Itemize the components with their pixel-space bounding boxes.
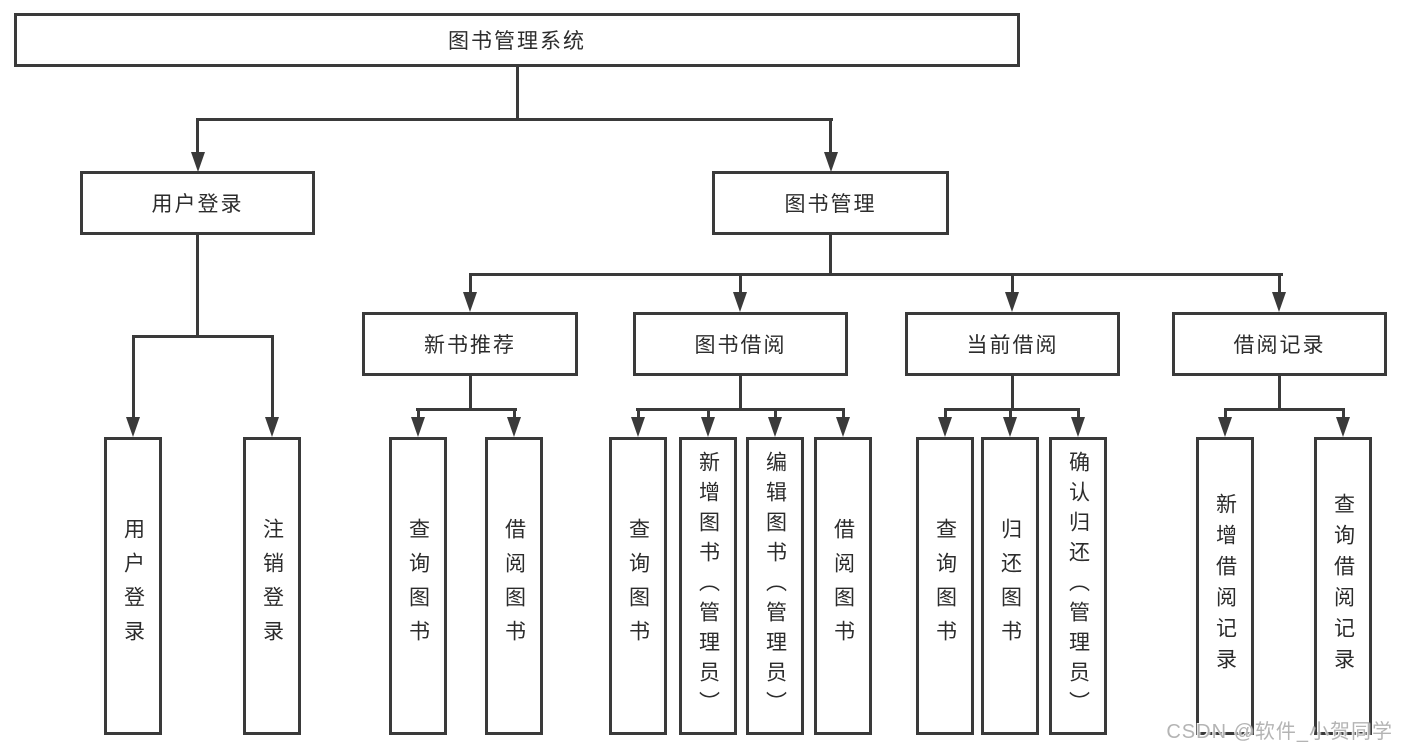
- node-label: 查询图书: [933, 518, 957, 654]
- node-label: 查询图书: [626, 518, 650, 654]
- arrowhead-down-icon: [1003, 417, 1017, 437]
- arrowhead-down-icon: [733, 292, 747, 312]
- node-label: 图书管理: [784, 193, 877, 216]
- arrowhead-down-icon: [768, 417, 782, 437]
- node-label: 编辑图书（管理员）: [763, 451, 787, 721]
- node-book-borrowing: 图书借阅: [633, 312, 848, 376]
- connector-line: [637, 408, 640, 420]
- leaf-query-books-current: 查询图书: [916, 437, 974, 735]
- connector-line: [513, 408, 516, 420]
- leaf-query-books-borrowing: 查询图书: [609, 437, 667, 735]
- connector-line: [271, 335, 274, 420]
- arrowhead-down-icon: [631, 417, 645, 437]
- connector-line: [944, 408, 1080, 411]
- connector-line: [1224, 408, 1227, 420]
- arrowhead-down-icon: [1336, 417, 1350, 437]
- arrowhead-down-icon: [191, 152, 205, 172]
- leaf-add-books-admin: 新增图书（管理员）: [679, 437, 737, 735]
- connector-line: [739, 273, 742, 295]
- connector-line: [469, 376, 472, 410]
- connector-line: [774, 408, 777, 420]
- connector-line: [416, 408, 517, 411]
- node-label: 新书推荐: [424, 334, 516, 357]
- connector-line: [1011, 273, 1014, 295]
- node-label: 借阅图书: [831, 518, 855, 654]
- arrowhead-down-icon: [507, 417, 521, 437]
- arrowhead-down-icon: [1005, 292, 1019, 312]
- arrowhead-down-icon: [463, 292, 477, 312]
- connector-line: [739, 376, 742, 410]
- node-label: 当前借阅: [966, 334, 1059, 357]
- leaf-query-borrow-record: 查询借阅记录: [1314, 437, 1372, 735]
- arrowhead-down-icon: [836, 417, 850, 437]
- node-label: 图书管理系统: [448, 30, 586, 53]
- node-borrow-records: 借阅记录: [1172, 312, 1387, 376]
- connector-line: [944, 408, 947, 420]
- node-label: 注销登录: [260, 518, 284, 654]
- leaf-edit-books-admin: 编辑图书（管理员）: [746, 437, 804, 735]
- leaf-add-borrow-record: 新增借阅记录: [1196, 437, 1254, 735]
- node-user-login: 用户登录: [80, 171, 315, 235]
- arrowhead-down-icon: [1218, 417, 1232, 437]
- node-label: 借阅记录: [1233, 334, 1326, 357]
- connector-line: [707, 408, 710, 420]
- arrowhead-down-icon: [1272, 292, 1286, 312]
- connector-line: [196, 118, 833, 121]
- connector-line: [1278, 273, 1281, 295]
- leaf-logout: 注销登录: [243, 437, 301, 735]
- node-label: 查询借阅记录: [1331, 493, 1355, 679]
- node-label: 查询图书: [406, 518, 430, 654]
- connector-line: [1342, 408, 1345, 420]
- connector-line: [196, 234, 199, 337]
- connector-line: [417, 408, 420, 420]
- connector-line: [1011, 376, 1014, 410]
- arrowhead-down-icon: [411, 417, 425, 437]
- arrowhead-down-icon: [701, 417, 715, 437]
- node-label: 用户登录: [151, 193, 244, 216]
- connector-line: [829, 118, 832, 155]
- leaf-query-books-recommend: 查询图书: [389, 437, 447, 735]
- node-label: 归还图书: [998, 518, 1022, 654]
- connector-line: [132, 335, 274, 338]
- watermark: CSDN @软件_小贺同学: [1166, 721, 1393, 743]
- connector-line: [469, 273, 1283, 276]
- node-book-management: 图书管理: [712, 171, 949, 235]
- connector-line: [1224, 408, 1345, 411]
- leaf-return-books: 归还图书: [981, 437, 1039, 735]
- connector-line: [469, 273, 472, 295]
- connector-line: [1009, 408, 1012, 420]
- node-label: 借阅图书: [502, 518, 526, 654]
- leaf-user-login: 用户登录: [104, 437, 162, 735]
- leaf-borrow-books-borrowing: 借阅图书: [814, 437, 872, 735]
- arrowhead-down-icon: [824, 152, 838, 172]
- connector-line: [1077, 408, 1080, 420]
- arrowhead-down-icon: [265, 417, 279, 437]
- node-label: 新增借阅记录: [1213, 493, 1237, 679]
- leaf-confirm-return-admin: 确认归还（管理员）: [1049, 437, 1107, 735]
- connector-line: [1278, 376, 1281, 410]
- node-library-system: 图书管理系统: [14, 13, 1020, 67]
- connector-line: [636, 408, 845, 411]
- node-label: 新增图书（管理员）: [696, 451, 720, 721]
- connector-line: [842, 408, 845, 420]
- connector-line: [132, 335, 135, 420]
- arrowhead-down-icon: [126, 417, 140, 437]
- node-label: 用户登录: [121, 518, 145, 654]
- node-label: 确认归还（管理员）: [1066, 451, 1090, 721]
- connector-line: [829, 234, 832, 276]
- connector-line: [196, 118, 199, 155]
- node-current-borrowing: 当前借阅: [905, 312, 1120, 376]
- arrowhead-down-icon: [938, 417, 952, 437]
- connector-line: [516, 67, 519, 118]
- leaf-borrow-books-recommend: 借阅图书: [485, 437, 543, 735]
- node-new-book-recommend: 新书推荐: [362, 312, 578, 376]
- node-label: 图书借阅: [694, 334, 787, 357]
- arrowhead-down-icon: [1071, 417, 1085, 437]
